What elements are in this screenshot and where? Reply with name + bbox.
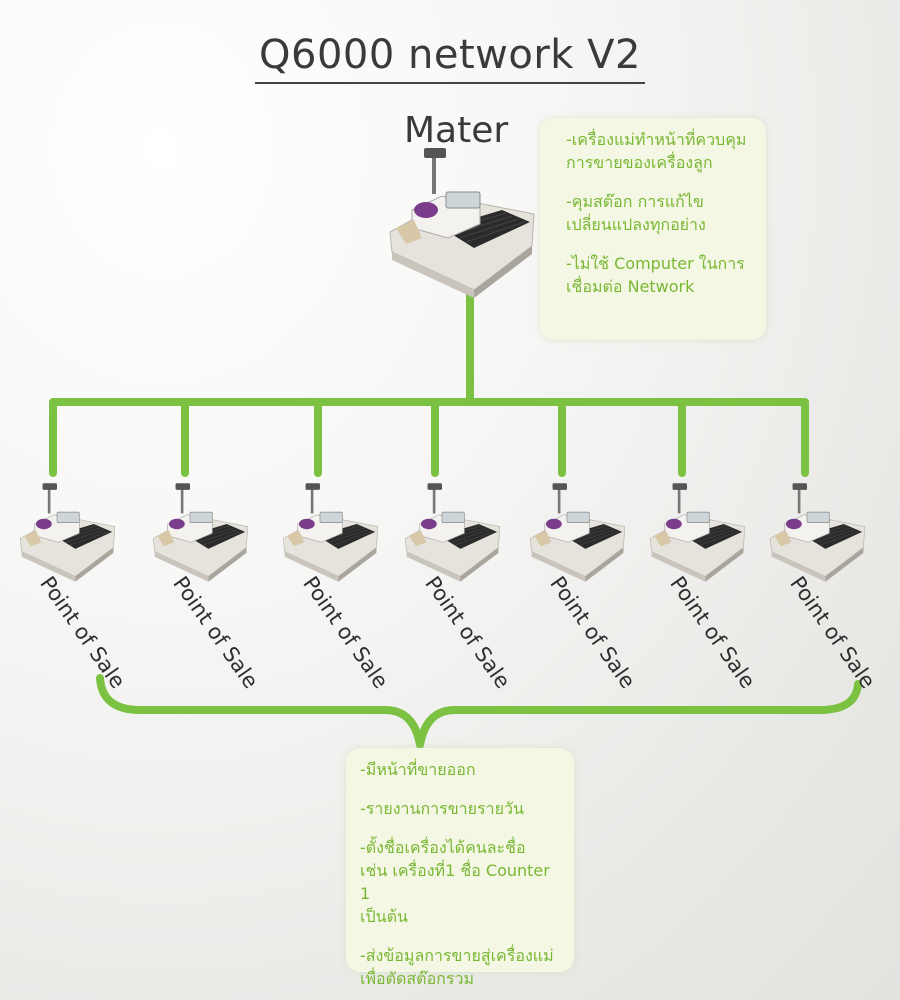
master-notes: -เครื่องแม่ทำหน้าที่ควบคุม การขายของเครื… <box>540 118 766 340</box>
pos-notes: -มีหน้าที่ขายออก -รายงานการขายรายวัน -ตั… <box>346 748 574 988</box>
network-bus-line <box>49 398 809 477</box>
master-note-1: -เครื่องแม่ทำหน้าที่ควบคุม การขายของเครื… <box>566 130 747 172</box>
master-label: Mater <box>404 110 509 151</box>
master-cash-register-icon <box>389 148 535 298</box>
pos-cash-register-icon <box>529 483 626 582</box>
pos-note-3: -ตั้งชื่อเครื่องได้คนละชื่อ เช่น เครื่อง… <box>360 838 550 926</box>
title-text: Q6000 network V2 <box>255 32 645 84</box>
pos-cash-register-icon <box>282 483 379 582</box>
pos-cash-register-icon <box>19 483 116 582</box>
master-note-3: -ไม่ใช้ Computer ในการ เชื่อมต่อ Network <box>566 254 745 296</box>
pos-note-4: -ส่งข้อมูลการขายสู่เครื่องแม่ เพื่อตัดสต… <box>360 946 554 988</box>
pos-cash-register-icon <box>404 483 501 582</box>
pos-cash-register-icon <box>152 483 249 582</box>
pos-note-1: -มีหน้าที่ขายออก <box>360 760 476 779</box>
pos-cash-register-icon <box>649 483 746 582</box>
master-note-2: -คุมสต๊อก การแก้ไข เปลี่ยนแปลงทุกอย่าง <box>566 192 706 234</box>
group-brace <box>96 674 862 749</box>
page-title: Q6000 network V2 <box>0 32 900 84</box>
pos-cash-register-icon <box>769 483 866 582</box>
pos-note-2: -รายงานการขายรายวัน <box>360 799 524 818</box>
